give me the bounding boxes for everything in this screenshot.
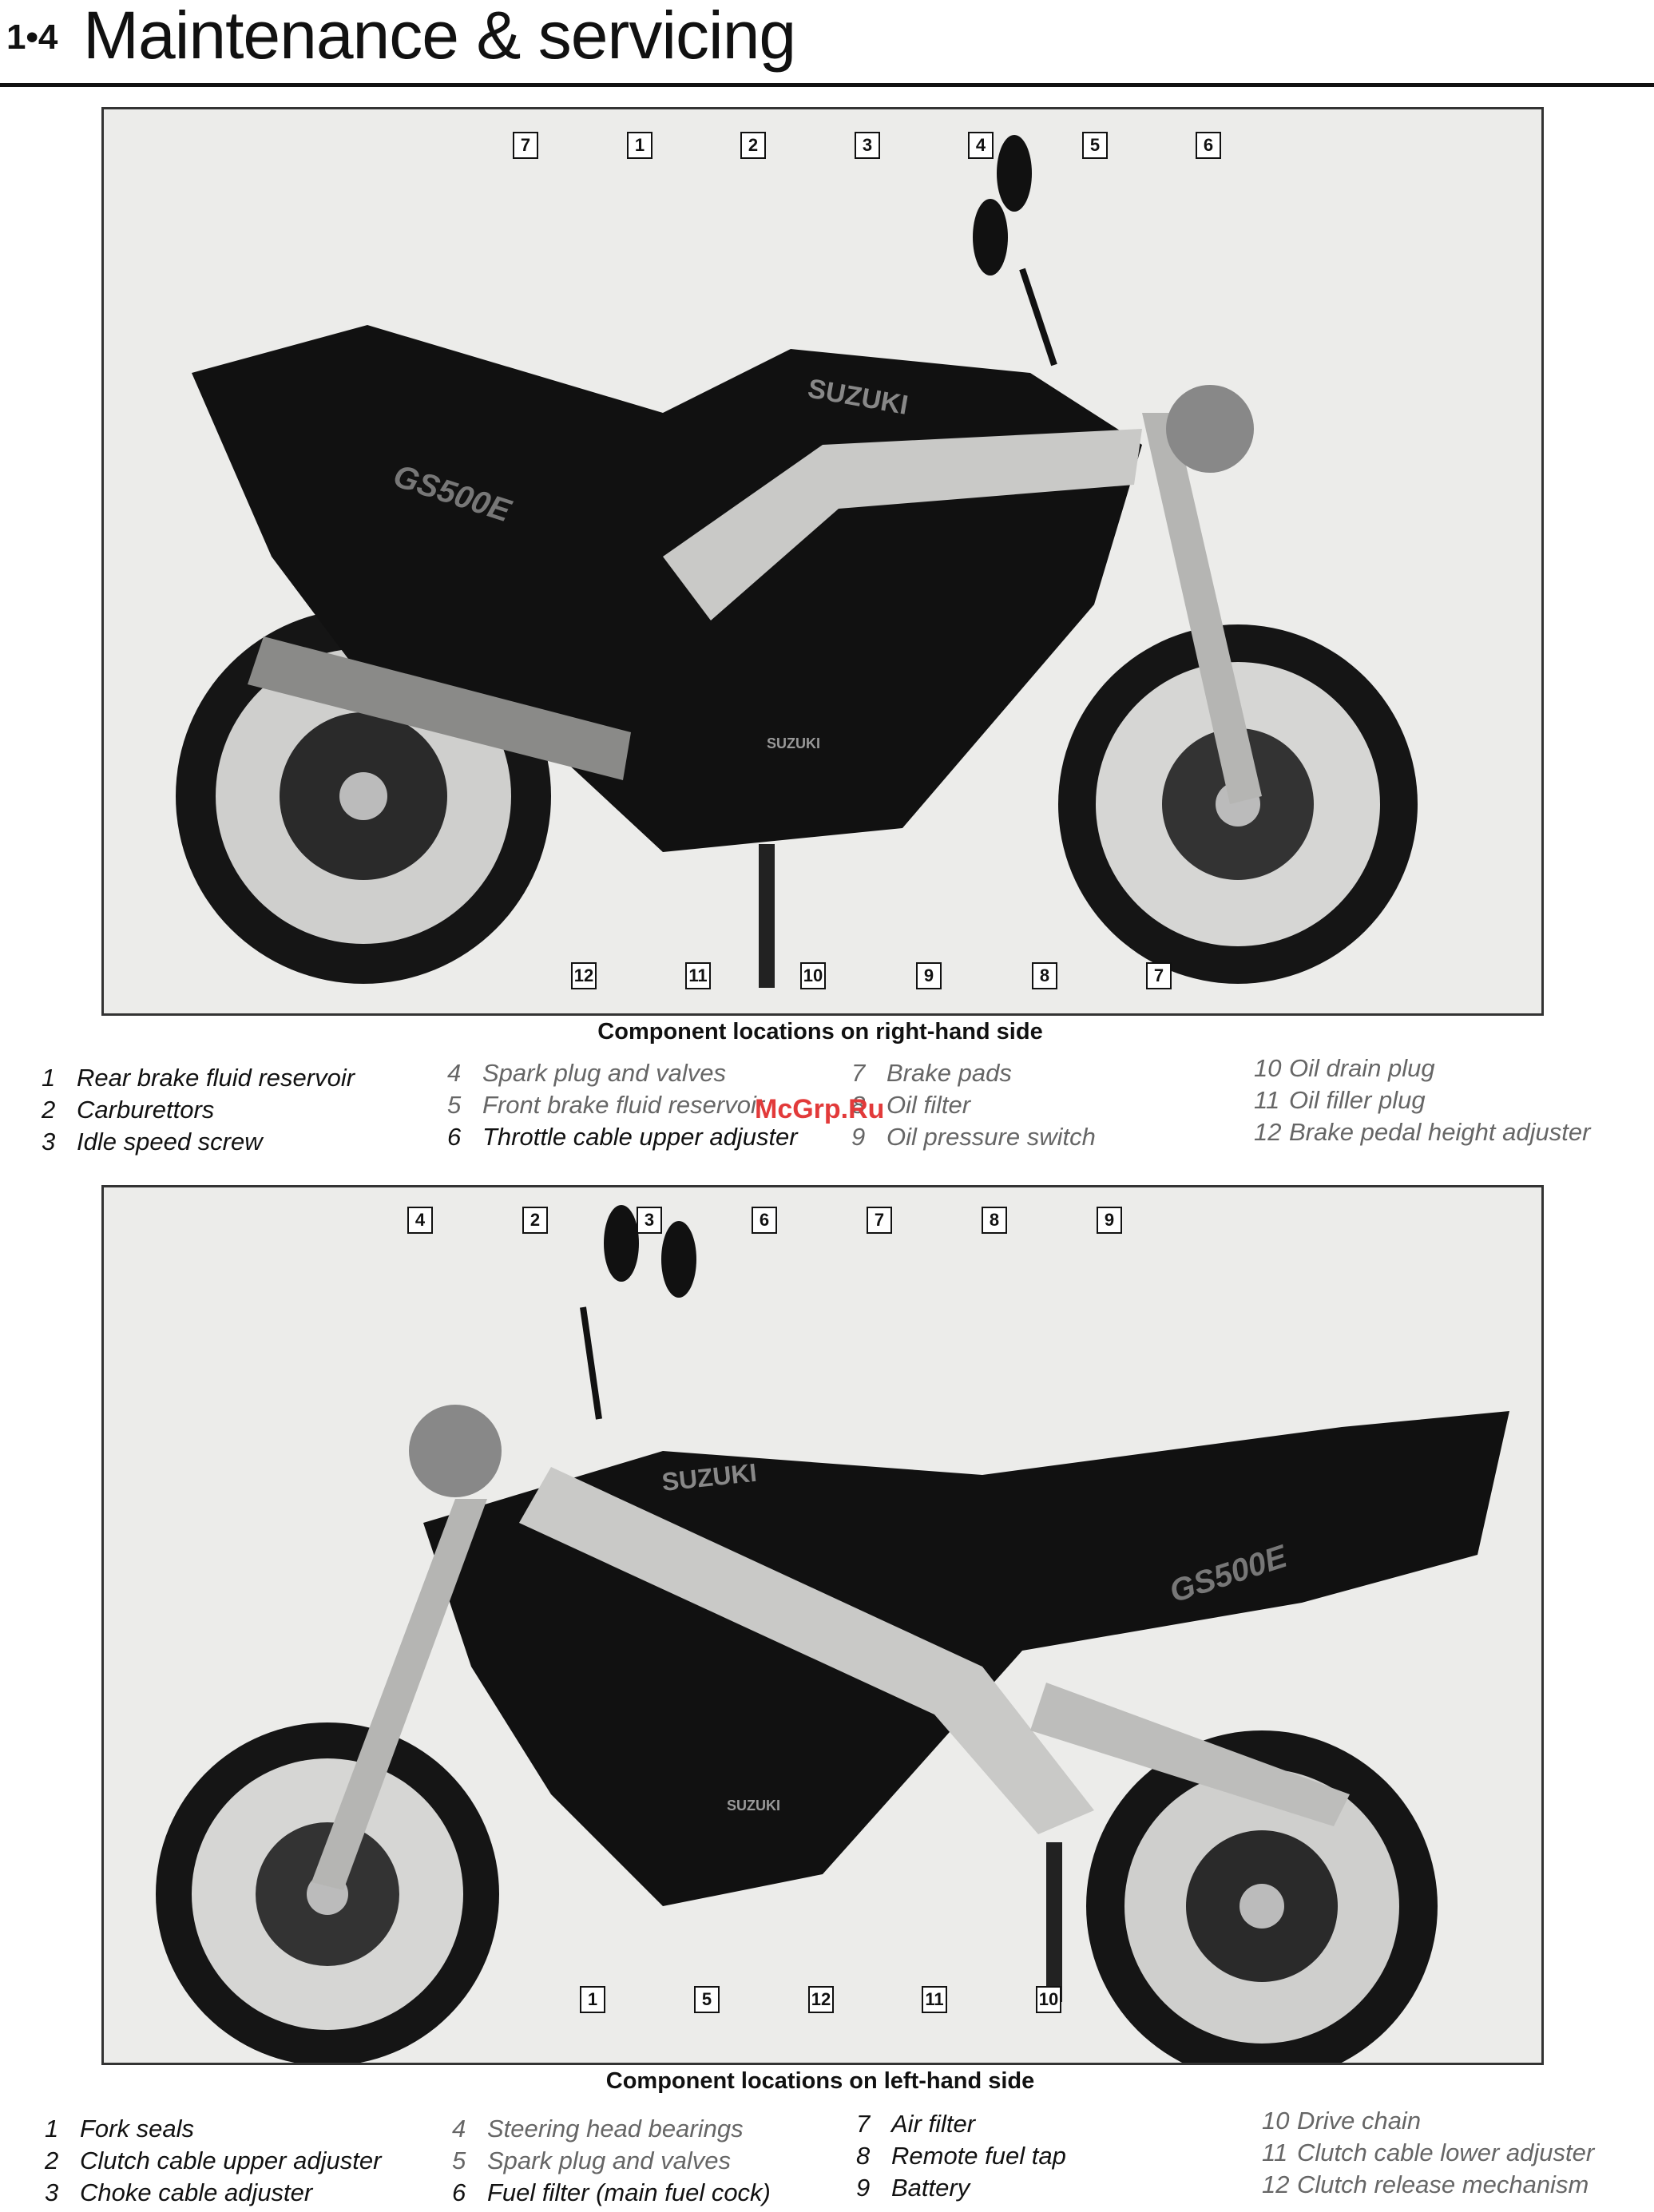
callout: 5 — [694, 1986, 720, 2013]
callout: 10 — [800, 962, 826, 989]
callout: 2 — [740, 132, 766, 159]
callout: 7 — [867, 1207, 892, 1234]
callout: 12 — [571, 962, 597, 989]
motorcycle-right-side-photo: SUZUKI SUZUKI GS500E 7 1 2 3 4 5 6 12 11… — [101, 107, 1544, 1016]
callout: 7 — [1146, 962, 1172, 989]
callout: 8 — [982, 1207, 1007, 1234]
page-title: Maintenance & servicing — [83, 0, 796, 73]
callout: 6 — [752, 1207, 777, 1234]
page-number: 1•4 — [6, 18, 58, 57]
figure-caption: Component locations on right-hand side — [597, 1019, 1043, 1045]
motorcycle-left-side-photo: SUZUKI SUZUKI GS500E 4 2 3 6 7 8 9 1 5 1… — [101, 1185, 1544, 2065]
motorcycle-right-illustration: SUZUKI SUZUKI GS500E — [104, 109, 1541, 1013]
engine-logo: SUZUKI — [767, 735, 820, 751]
callout: 1 — [580, 1986, 605, 2013]
callout: 2 — [522, 1207, 548, 1234]
callout: 8 — [1032, 962, 1057, 989]
callout: 11 — [685, 962, 711, 989]
callout: 5 — [1082, 132, 1108, 159]
callout: 6 — [1196, 132, 1221, 159]
motorcycle-left-illustration: SUZUKI SUZUKI GS500E — [104, 1187, 1541, 2063]
engine-logo: SUZUKI — [727, 1798, 780, 1814]
header-rule — [0, 83, 1654, 87]
callout: 11 — [922, 1986, 947, 2013]
callout: 10 — [1036, 1986, 1061, 2013]
callout: 1 — [627, 132, 652, 159]
watermark: McGrp.Ru — [755, 1094, 885, 1124]
callout: 4 — [407, 1207, 433, 1234]
callout: 9 — [1097, 1207, 1122, 1234]
callout: 3 — [855, 132, 880, 159]
callout: 9 — [916, 962, 942, 989]
callout: 4 — [968, 132, 994, 159]
callout: 3 — [637, 1207, 662, 1234]
callout: 7 — [513, 132, 538, 159]
figure-caption: Component locations on left-hand side — [605, 2068, 1035, 2094]
callout: 12 — [808, 1986, 834, 2013]
